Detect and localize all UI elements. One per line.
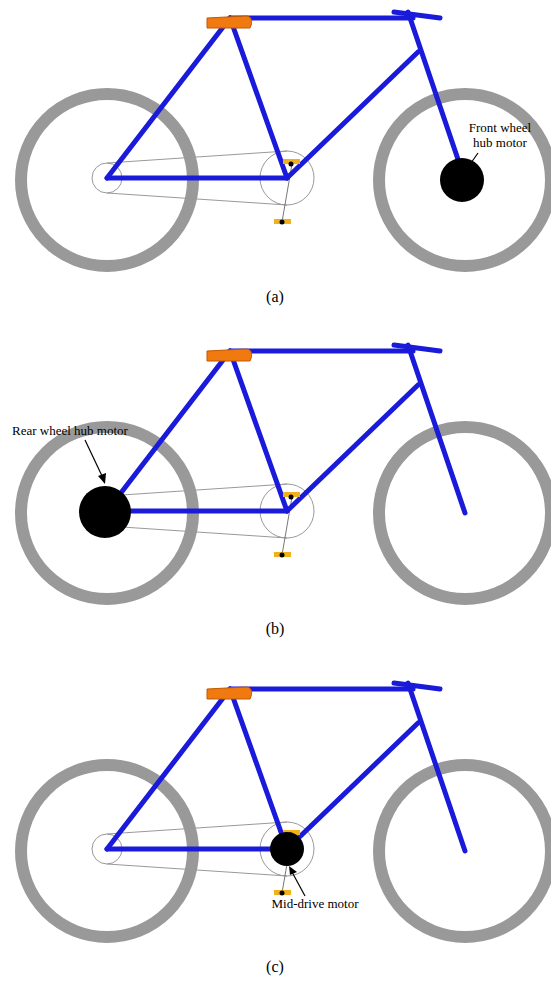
panel-label: (c) <box>255 958 295 976</box>
callout-label: Rear wheel hub motor <box>12 424 192 439</box>
callout-label: Mid-drive motor <box>260 897 370 912</box>
panel-label: (b) <box>255 620 295 638</box>
panel-label: (a) <box>255 288 295 306</box>
callout-label: Front wheel hub motor <box>460 121 540 151</box>
